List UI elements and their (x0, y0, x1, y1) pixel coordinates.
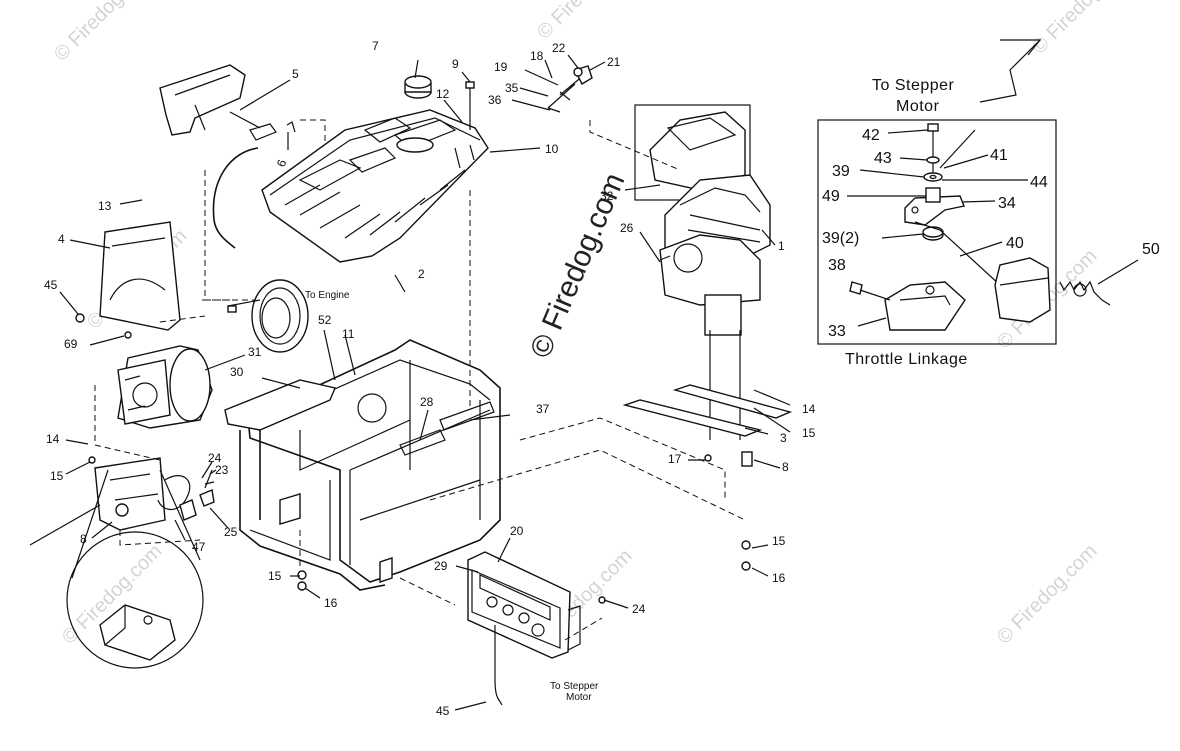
callout-38: 38 (828, 257, 846, 274)
callout-12: 12 (436, 87, 450, 101)
fuel-hose (212, 147, 259, 249)
callout-7: 7 (372, 39, 379, 53)
callout-23: 23 (215, 463, 229, 477)
to-stepper-motor-bottom-line1: To Stepper (550, 681, 599, 692)
stepper-wire (494, 625, 503, 706)
callout-4: 4 (58, 232, 65, 246)
callout-5: 5 (292, 67, 299, 81)
insulation-pad-30 (224, 379, 336, 431)
control-bracket-47 (94, 457, 191, 531)
callout-39: 39 (832, 163, 850, 180)
switch-parts-23-25 (179, 469, 217, 521)
callout-40: 40 (1006, 235, 1024, 252)
callout-16-right: 16 (772, 571, 786, 585)
mounting-bracket-5 (159, 64, 296, 141)
callout-22: 22 (552, 41, 566, 55)
callout-10: 10 (545, 142, 559, 156)
to-stepper-motor-label-line1: To Stepper (872, 77, 955, 94)
callout-13: 13 (98, 199, 112, 213)
fuel-valve-assembly (547, 65, 593, 113)
callout-14-left: 14 (46, 432, 60, 446)
to-stepper-motor-bottom-line2: Motor (566, 692, 592, 703)
callout-19: 19 (494, 60, 508, 74)
watermark-faint: © Firedog.com (993, 540, 1102, 649)
watermark-main: © Firedog.com (524, 168, 631, 362)
callout-8-left: 8 (80, 532, 87, 546)
throttle-linkage-inset (817, 39, 1111, 345)
alternator-31 (117, 345, 213, 429)
callout-25: 25 (224, 525, 238, 539)
callout-43: 43 (874, 150, 892, 167)
callout-34: 34 (998, 195, 1016, 212)
adapter-flange (227, 279, 309, 353)
callout-35: 35 (505, 81, 519, 95)
magnified-detail (66, 469, 204, 669)
fuel-cap-7 (404, 75, 432, 99)
callout-69: 69 (64, 337, 78, 351)
callout-15-bottom: 15 (268, 569, 282, 583)
assembly-leader-dashes (94, 119, 746, 641)
callout-15-right-upper: 15 (802, 426, 816, 440)
watermark-faint: © Firedog.com (1028, 0, 1137, 59)
inset-frame (817, 119, 1057, 345)
callout-15-left: 15 (50, 469, 64, 483)
to-stepper-motor-label-line2: Motor (896, 98, 940, 115)
callout-21: 21 (607, 55, 621, 69)
callout-leaders (59, 54, 1139, 711)
control-panel-20 (467, 551, 581, 659)
callout-31: 31 (248, 345, 262, 359)
callout-14-right: 14 (802, 402, 816, 416)
throttle-linkage-label: Throttle Linkage (845, 351, 968, 368)
throttle-rod (29, 504, 101, 546)
callout-6: 6 (274, 157, 290, 168)
callout-9: 9 (452, 57, 459, 71)
callout-44: 44 (1030, 174, 1048, 191)
zigzag-arrow (979, 39, 1041, 103)
callout-47: 47 (192, 540, 206, 554)
callout-16-bottom: 16 (324, 596, 338, 610)
callout-29: 29 (434, 559, 448, 573)
callout-45-left: 45 (44, 278, 58, 292)
callout-17: 17 (668, 452, 682, 466)
callout-41: 41 (990, 147, 1008, 164)
callout-36: 36 (488, 93, 502, 107)
watermark-faint: © Firedog.com (50, 0, 159, 66)
callout-28: 28 (420, 395, 434, 409)
callout-3: 3 (780, 431, 787, 445)
callout-37: 37 (536, 402, 550, 416)
engine-assembly (634, 104, 771, 440)
callout-26: 26 (620, 221, 634, 235)
callout-33: 33 (828, 323, 846, 340)
callout-39-2: 39(2) (822, 230, 859, 247)
callout-42: 42 (862, 127, 880, 144)
callout-8-right: 8 (782, 460, 789, 474)
to-engine-label: To Engine (305, 290, 350, 301)
callout-24-right: 24 (632, 602, 646, 616)
fuel-tank-10 (261, 109, 489, 263)
callout-18: 18 (530, 49, 544, 63)
callout-20: 20 (510, 524, 524, 538)
callout-49: 49 (822, 188, 840, 205)
panel-cover-4 (99, 221, 181, 331)
engine-rails (622, 384, 793, 437)
callout-1: 1 (778, 239, 785, 253)
hardware-fasteners (75, 305, 753, 604)
callout-32: 32 (600, 189, 614, 203)
callout-15-right-lower: 15 (772, 534, 786, 548)
callout-45-bottom: 45 (436, 704, 450, 718)
callout-52: 52 (318, 313, 332, 327)
callout-24-left: 24 (208, 451, 222, 465)
frame-11 (239, 339, 501, 591)
watermark-faint: © Firedog.com (533, 0, 642, 44)
bolt-9 (465, 81, 475, 130)
callout-2: 2 (418, 267, 425, 281)
callout-30: 30 (230, 365, 244, 379)
callout-numbers: 1 2 3 4 5 6 7 8 8 9 10 11 12 13 14 14 15… (44, 39, 1160, 718)
callout-11: 11 (342, 327, 355, 341)
callout-50: 50 (1142, 241, 1160, 258)
